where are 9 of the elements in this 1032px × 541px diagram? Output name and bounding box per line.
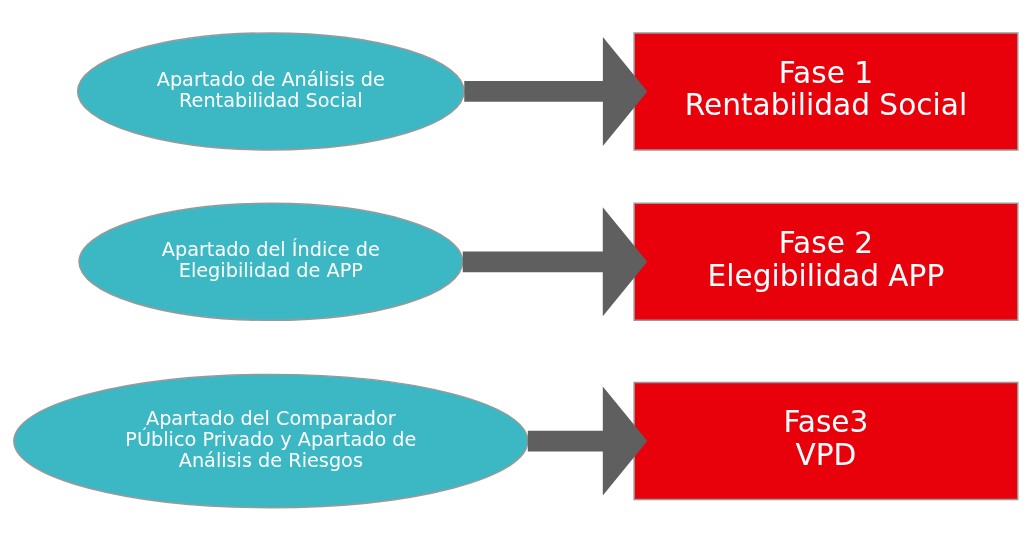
node-ellipse: Apartado del Índice de Elegibilidad de APP bbox=[78, 202, 464, 322]
arrow bbox=[462, 207, 648, 317]
arrow bbox=[464, 36, 648, 146]
node-box: Fase 2 Elegibilidad APP bbox=[633, 202, 1019, 322]
node-box: Fase 1 Rentabilidad Social bbox=[633, 32, 1019, 151]
arrow bbox=[527, 386, 648, 496]
node-box: Fase3 VPD bbox=[633, 381, 1019, 501]
node-ellipse: Apartado del Comparador PÚblico Privado y Apartado de Análisis de Riesgos bbox=[13, 373, 529, 509]
node-ellipse: Apartado de Análisis de Rentabilidad Social bbox=[76, 32, 465, 151]
